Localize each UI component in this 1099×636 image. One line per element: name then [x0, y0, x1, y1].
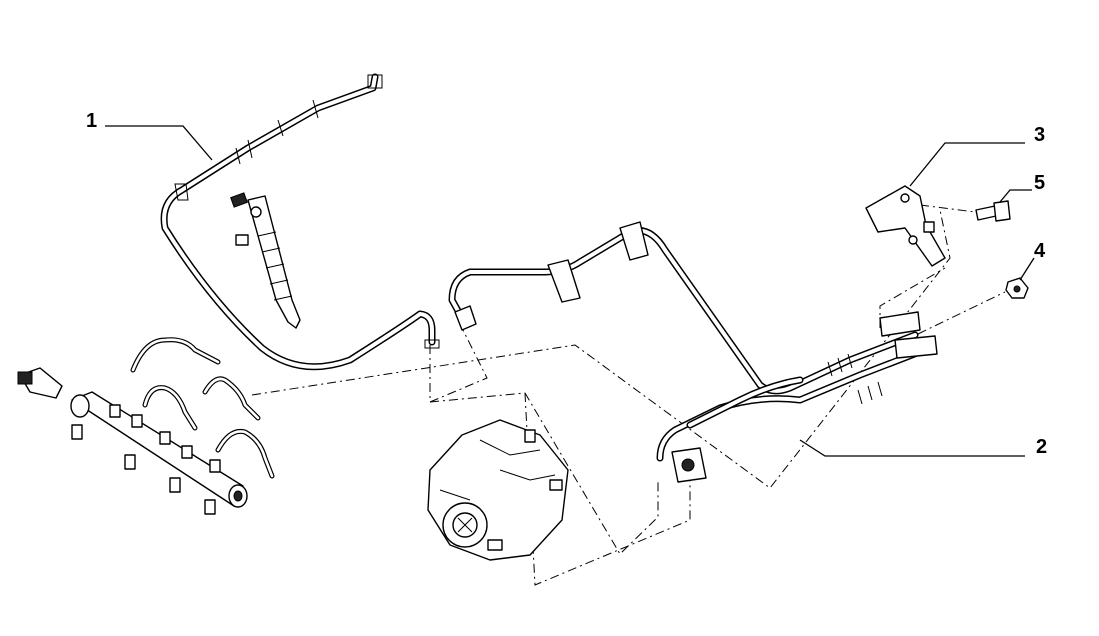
fuel-injector: [230, 192, 301, 329]
callout-leaders: [105, 125, 1035, 457]
leader-2: [799, 439, 1025, 457]
fuel-hoses-part-2: [448, 221, 938, 483]
callout-5: 5: [1034, 172, 1045, 194]
pressure-sensor: [17, 367, 63, 399]
return-pipe-part-1: [160, 73, 440, 371]
callout-4: 4: [1034, 240, 1046, 262]
leader-1: [105, 125, 213, 161]
leader-4: [1019, 257, 1035, 281]
assembly-guide-lines: [251, 204, 1006, 586]
common-rail: [70, 391, 248, 515]
callout-3: 3: [1034, 124, 1045, 146]
injector-high-pressure-lines: [130, 337, 275, 479]
nut-part-4: [1005, 277, 1029, 299]
leader-3: [909, 142, 1025, 187]
bracket-part-3: [865, 185, 946, 267]
callout-2: 2: [1036, 436, 1047, 458]
callout-1: 1: [86, 110, 97, 132]
bolt-part-5: [975, 200, 1011, 222]
callout-labels: 1 2 3 4 5: [86, 110, 1047, 458]
high-pressure-pump: [427, 419, 569, 561]
leader-5: [999, 189, 1032, 203]
